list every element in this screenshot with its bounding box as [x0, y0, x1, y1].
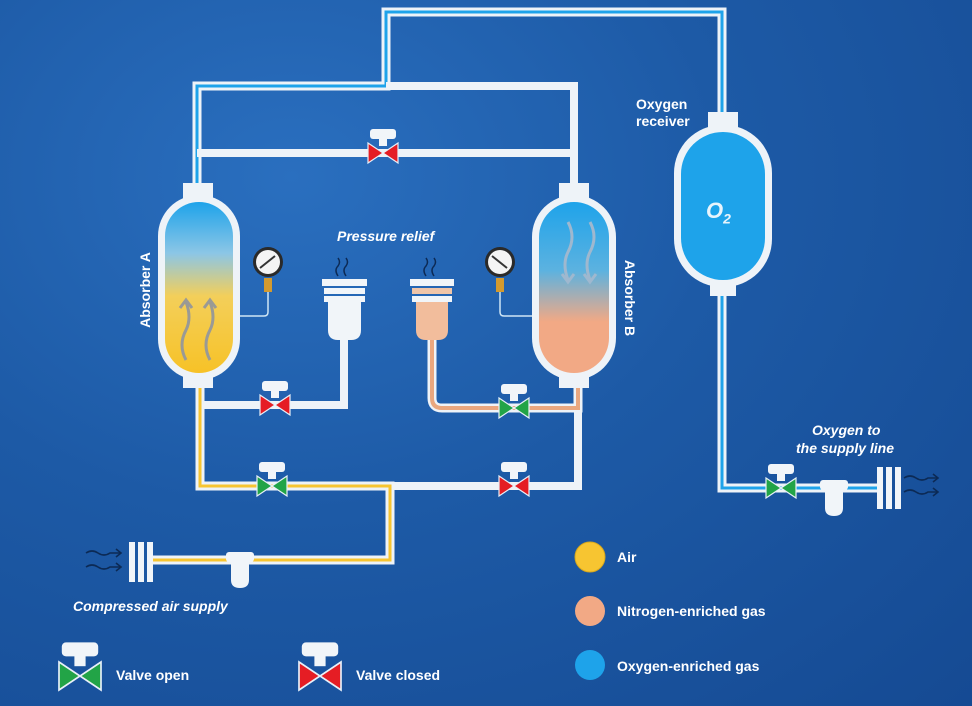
valve-absorber-a-relief-closed-icon[interactable]	[259, 381, 291, 417]
pressure-gauge-b-icon	[485, 247, 532, 317]
flow-arrow-up-icon	[180, 301, 191, 361]
oxygen-pipe-top	[192, 7, 727, 195]
legend-swatch-air	[574, 541, 606, 573]
oxygen-outlet-pipe	[717, 290, 880, 493]
outlet-filter-icon	[820, 480, 848, 516]
outflow-arrows-icon	[903, 473, 940, 497]
legend-swatch-nitrogen	[575, 596, 605, 626]
pressure-relief-label: Pressure relief	[337, 228, 435, 244]
legend-air-label: Air	[617, 549, 637, 565]
lower-pipes	[148, 335, 583, 565]
legend-valve-closed-label: Valve closed	[356, 667, 441, 683]
silencer-b-icon	[410, 257, 454, 340]
inflow-arrows-icon	[85, 548, 123, 572]
flow-arrow-down-icon	[563, 221, 574, 281]
legend-valve-open-label: Valve open	[116, 667, 190, 683]
legend-valve-open-icon[interactable]	[58, 642, 102, 692]
absorber-b-vessel	[532, 183, 616, 388]
absorber-a-vessel	[158, 183, 240, 388]
oxygen-receiver-label-line2: receiver	[636, 113, 690, 129]
oxygen-receiver-label-line1: Oxygen	[636, 96, 688, 112]
legend-swatch-oxygen	[575, 650, 605, 680]
absorber-a-label: Absorber A	[137, 252, 153, 328]
legend-valve-closed-icon[interactable]	[298, 642, 342, 692]
legend-oxygen-label: Oxygen-enriched gas	[617, 658, 760, 674]
oxygen-supply-label-line1: Oxygen to	[812, 422, 881, 438]
pressure-gauge-a-icon	[240, 247, 283, 317]
outlet-flange-icon	[877, 467, 901, 509]
o2-subscript: 2	[723, 210, 731, 227]
legend-nitrogen-label: Nitrogen-enriched gas	[617, 603, 766, 619]
absorber-b-label: Absorber B	[622, 259, 638, 337]
valve-top-crossover-closed-icon[interactable]	[367, 129, 399, 165]
o2-letter: O	[706, 198, 724, 223]
compressed-air-label: Compressed air supply	[73, 598, 228, 614]
o2-symbol: O2	[706, 198, 731, 226]
valve-absorber-b-relief-open-icon[interactable]	[498, 384, 530, 420]
valve-oxygen-outlet-open-icon[interactable]	[765, 464, 797, 500]
inlet-flange-icon	[129, 542, 153, 582]
inlet-filter-icon	[226, 552, 254, 588]
oxygen-supply-label-line2: the supply line	[796, 440, 895, 456]
silencer-a-icon	[322, 257, 367, 340]
oxygen-receiver-vessel	[674, 112, 772, 296]
valve-feed-to-a-open-icon[interactable]	[256, 462, 288, 498]
valve-feed-to-b-closed-icon[interactable]	[498, 462, 530, 498]
